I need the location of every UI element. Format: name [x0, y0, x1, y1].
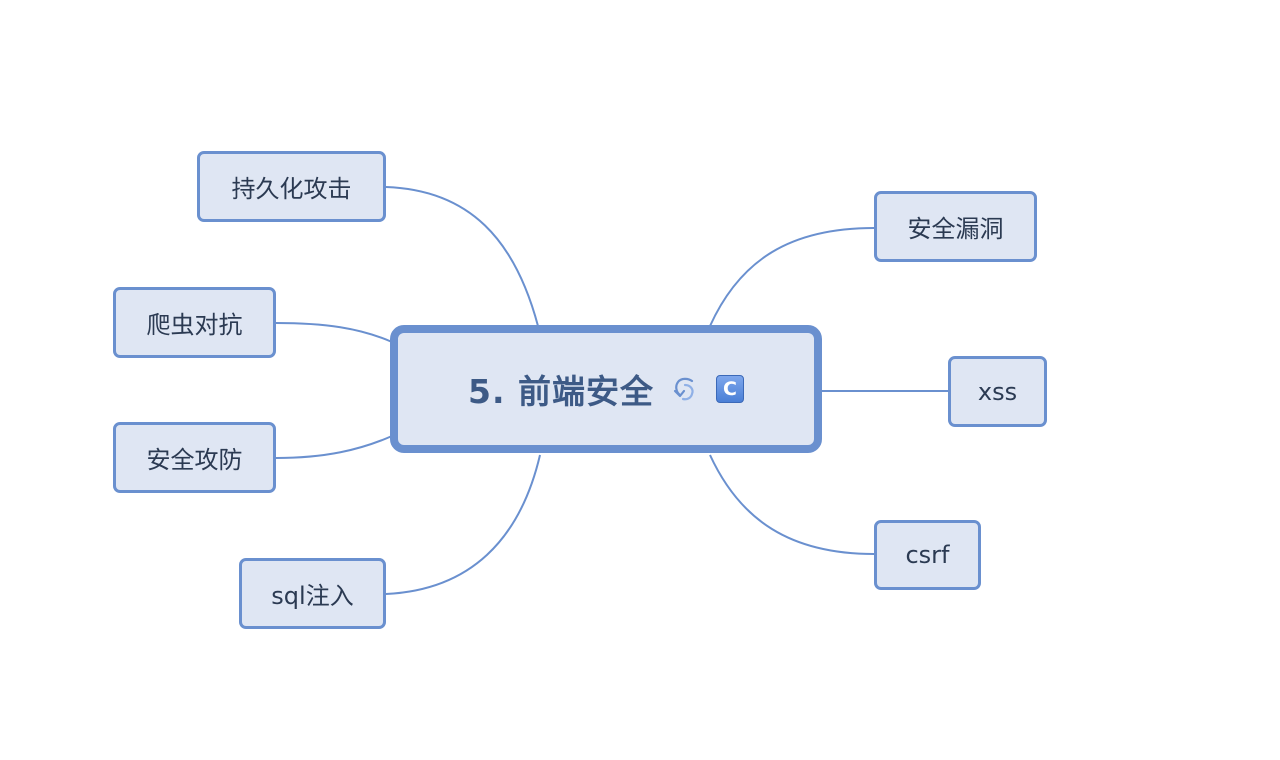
connector-sql-injection — [385, 454, 541, 595]
topic-security-attack-defense[interactable]: 安全攻防 — [113, 422, 276, 493]
connector-security-vulnerability — [709, 227, 875, 327]
topic-security-vulnerability[interactable]: 安全漏洞 — [874, 191, 1037, 262]
topic-sql-injection[interactable]: sql注入 — [239, 558, 386, 629]
connector-security-attack-defense — [275, 435, 393, 459]
connector-persistent-attack — [385, 186, 539, 327]
connector-crawler — [275, 322, 393, 343]
central-topic-title: 5. 前端安全 — [468, 372, 654, 411]
c-badge-icon[interactable]: C — [716, 375, 744, 403]
topic-csrf[interactable]: csrf — [874, 520, 981, 590]
topic-persistent-attack[interactable]: 持久化攻击 — [197, 151, 386, 222]
refresh-icon[interactable] — [668, 372, 702, 406]
central-topic[interactable]: 5. 前端安全 C — [390, 325, 822, 453]
connector-csrf — [709, 454, 875, 555]
topic-crawler-countermeasure[interactable]: 爬虫对抗 — [113, 287, 276, 358]
topic-xss[interactable]: xss — [948, 356, 1047, 427]
